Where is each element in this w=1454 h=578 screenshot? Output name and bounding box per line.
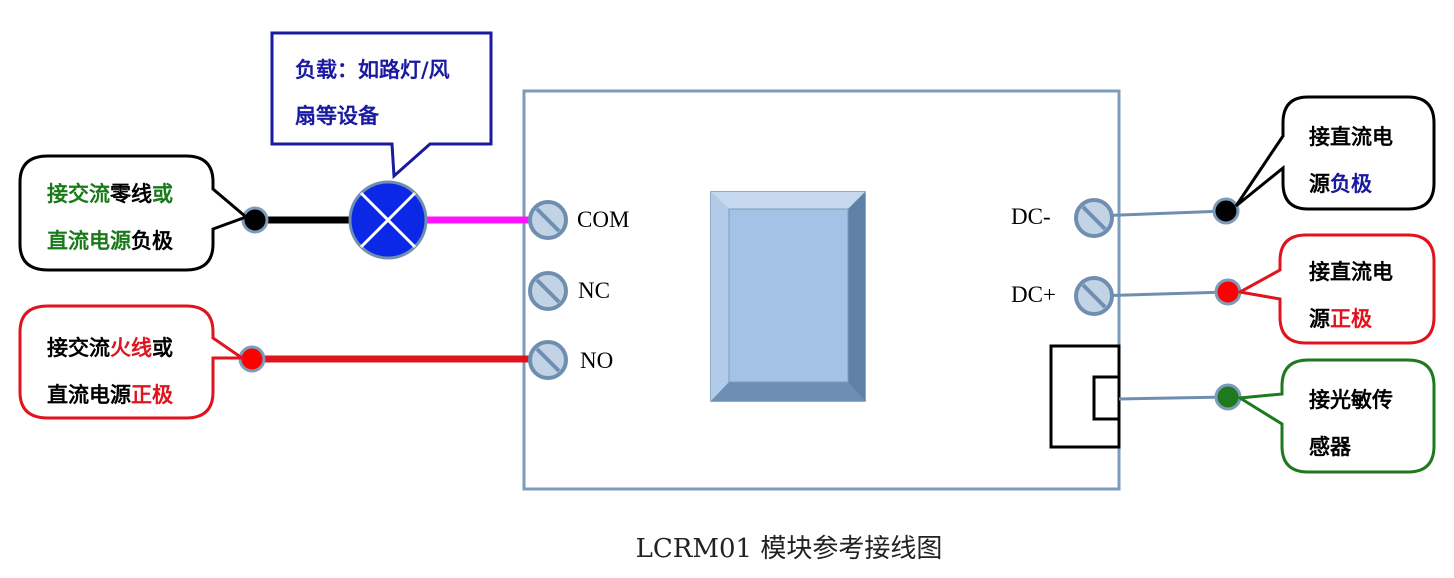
diagram-caption: LCRM01 模块参考接线图 <box>636 534 943 564</box>
neutral-callout-line1-run-2: 或 <box>152 182 173 206</box>
neutral-callout-line2: 直流电源负极 <box>47 229 174 253</box>
dc-positive-callout-line2-run-1: 正极 <box>1330 307 1373 331</box>
terminal-dc-minus-label: DC- <box>1011 204 1051 229</box>
terminal-nc-label: NC <box>578 278 610 303</box>
live-callout-line2: 直流电源正极 <box>47 383 174 407</box>
sensor-callout-line1: 接光敏传 <box>1309 388 1393 412</box>
dc-negative-callout-line2: 源负极 <box>1309 172 1373 196</box>
terminal-com-screw <box>528 200 568 240</box>
terminal-nc-screw <box>528 271 568 311</box>
sensor-callout-bubble <box>1235 358 1436 474</box>
dc-negative-callout-line2-run-0: 源 <box>1309 172 1330 196</box>
dc-negative-callout-line2-run-1: 负极 <box>1330 172 1373 196</box>
neutral-callout-bubble <box>18 154 249 272</box>
sensor-callout-line2-run-0: 感器 <box>1309 435 1352 459</box>
load-callout-line2-run-0: 扇等设备 <box>295 104 380 128</box>
load-callout-line1-run-0: 负载：如路灯/风 <box>295 58 450 82</box>
neutral-callout-line2-run-1: 负极 <box>131 229 174 253</box>
dc-negative-callout-line1: 接直流电 <box>1309 125 1393 149</box>
dc-negative-callout-line1-run-0: 接直流电 <box>1309 125 1393 149</box>
dc-positive-callout-line1-run-0: 接直流电 <box>1309 260 1393 284</box>
live-callout-line2-run-0: 直流电源 <box>47 383 131 407</box>
live-callout-line1-run-0: 接交流 <box>47 336 110 360</box>
dc-negative-callout-bubble <box>1234 95 1436 211</box>
sensor-callout-line1-run-0: 接光敏传 <box>1309 388 1393 412</box>
load-callout-line1: 负载：如路灯/风 <box>295 58 450 82</box>
dc-positive-end-dot <box>1214 278 1242 306</box>
terminal-com-label: COM <box>577 207 629 232</box>
neutral-wire-end-dot <box>241 206 269 234</box>
dc-negative-end-dot <box>1212 197 1240 225</box>
terminal-dc-minus-screw <box>1074 198 1114 238</box>
neutral-callout-line2-run-0: 直流电源 <box>47 229 131 253</box>
neutral-callout-line1-run-0: 接交流 <box>47 182 110 206</box>
load-callout-line2: 扇等设备 <box>295 104 380 128</box>
dc-positive-callout-line2-run-0: 源 <box>1309 307 1330 331</box>
live-callout-line2-run-1: 正极 <box>131 383 174 407</box>
terminal-dc-plus-screw <box>1074 276 1114 316</box>
neutral-callout-line1: 接交流零线或 <box>47 182 173 206</box>
live-callout-line1-run-1: 火线 <box>110 336 152 360</box>
dc-positive-callout-bubble <box>1235 233 1436 345</box>
dc-positive-callout-line1: 接直流电 <box>1309 260 1393 284</box>
dc-positive-callout-line2: 源正极 <box>1309 307 1373 331</box>
live-callout-bubble <box>18 304 247 420</box>
load-callout-bubble <box>270 31 493 180</box>
live-callout-line1: 接交流火线或 <box>47 336 173 360</box>
lamp-load-icon <box>348 180 428 260</box>
terminal-no-label: NO <box>580 348 613 373</box>
terminal-no-screw <box>528 340 568 380</box>
terminal-dc-plus-label: DC+ <box>1011 282 1056 307</box>
relay-component <box>710 191 866 402</box>
wire-dc-negative <box>1093 209 1227 218</box>
neutral-callout-line1-run-1: 零线 <box>109 182 152 206</box>
sensor-callout-line2: 感器 <box>1309 435 1352 459</box>
wire-sensor <box>1118 395 1229 401</box>
live-callout-line1-run-2: 或 <box>152 336 173 360</box>
wire-dc-positive <box>1093 290 1229 298</box>
